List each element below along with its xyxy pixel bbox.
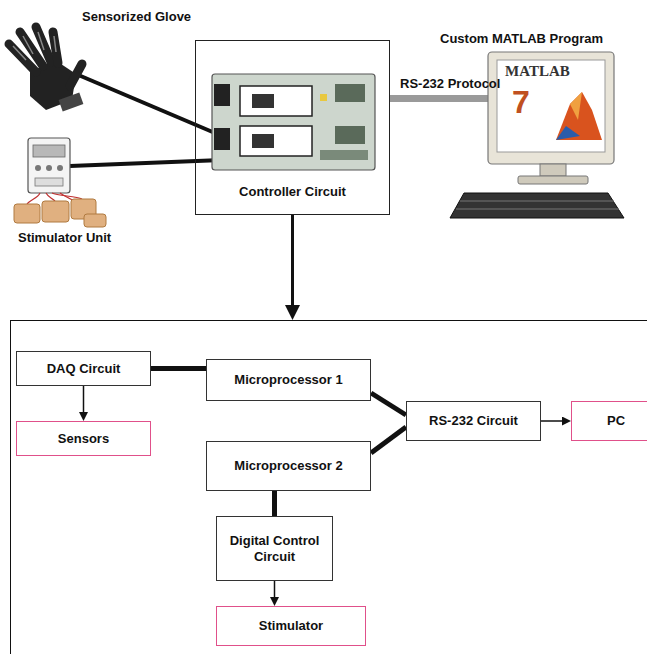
circuit-board	[240, 86, 312, 116]
circuit-board	[252, 134, 274, 148]
computer-illustration	[497, 60, 605, 152]
computer-illustration	[570, 92, 582, 120]
box-label: PC	[607, 413, 625, 429]
device-box: Sensors	[16, 421, 151, 456]
stimulator-illustration	[35, 165, 41, 171]
connector	[541, 420, 567, 422]
circuit-board	[252, 94, 274, 108]
device-box: Stimulator	[216, 606, 366, 646]
device-label: Sensorized Glove	[82, 9, 191, 24]
glove-illustration	[20, 32, 43, 66]
box-label: Microprocessor 2	[234, 458, 342, 474]
box-label: Stimulator	[259, 618, 323, 634]
glove-illustration	[38, 32, 44, 50]
process-box: Microprocessor 1	[206, 359, 371, 401]
process-box: Digital Control Circuit	[216, 516, 333, 581]
stimulator-wire	[70, 160, 222, 166]
serial-link	[390, 95, 488, 102]
process-box: Microprocessor 2	[206, 441, 371, 491]
circuit-board	[335, 84, 365, 102]
stimulator-illustration	[84, 214, 106, 227]
glove-illustration	[54, 36, 56, 52]
connector	[291, 215, 294, 313]
circuit-board	[240, 126, 312, 156]
stimulator-illustration	[35, 178, 63, 186]
screen-version-number: 7	[512, 84, 530, 121]
box-label: RS-232 Circuit	[429, 413, 518, 429]
circuit-board	[212, 74, 375, 170]
glove-illustration	[13, 46, 26, 60]
protocol-label: RS-232 Protocol	[400, 76, 500, 91]
computer-illustration	[556, 92, 602, 140]
box-label: Digital Control Circuit	[223, 533, 326, 564]
stimulator-illustration	[57, 165, 63, 171]
device-label: Stimulator Unit	[18, 230, 111, 245]
computer-illustration	[556, 126, 580, 140]
circuit-board	[320, 94, 327, 101]
process-box: DAQ Circuit	[16, 351, 151, 386]
connector	[272, 491, 277, 516]
stimulator-illustration	[27, 193, 40, 204]
stimulator-illustration	[14, 138, 106, 227]
stimulator-illustration	[33, 145, 65, 157]
circuit-board	[214, 128, 230, 150]
connector	[371, 393, 406, 415]
glove-illustration	[59, 93, 84, 112]
screen-logo-text: MATLAB	[505, 63, 570, 80]
circuit-board	[212, 74, 375, 170]
serial-link	[390, 95, 488, 102]
circuit-board	[335, 126, 365, 144]
controller-detail-box: DAQ CircuitMicroprocessor 1 RS-232 Circui…	[10, 320, 647, 654]
controller-box: Controller Circuit	[195, 40, 390, 215]
glove-illustration	[9, 27, 83, 111]
stimulator-illustration	[28, 138, 70, 193]
glove-illustration	[23, 36, 33, 54]
glove-illustration	[70, 64, 82, 86]
box-label: DAQ Circuit	[47, 361, 121, 377]
connector	[83, 386, 85, 417]
computer-illustration	[450, 193, 624, 218]
stimulator-wire	[70, 160, 222, 166]
computer-illustration	[456, 209, 619, 210]
stimulator-illustration	[46, 165, 52, 171]
device-box: PC	[571, 401, 647, 441]
glove-illustration	[53, 32, 58, 63]
box-label: Microprocessor 1	[234, 372, 342, 388]
circuit-board	[214, 84, 230, 106]
stimulator-illustration	[14, 204, 40, 223]
box-label: Sensors	[58, 431, 109, 447]
connector	[274, 581, 276, 602]
glove-wire	[76, 74, 222, 136]
stimulator-illustration	[52, 193, 82, 199]
box-label: Controller Circuit	[239, 184, 346, 200]
glove-wire	[76, 74, 222, 136]
software-label: Custom MATLAB Program	[440, 31, 603, 46]
computer-illustration	[540, 164, 566, 176]
computer-illustration	[488, 52, 614, 164]
computer-illustration	[518, 176, 588, 184]
process-box: RS-232 Circuit	[406, 401, 541, 441]
circuit-board	[320, 150, 368, 160]
connector	[151, 366, 206, 371]
connector	[371, 427, 406, 453]
computer-illustration	[460, 201, 614, 202]
stimulator-illustration	[42, 201, 69, 222]
